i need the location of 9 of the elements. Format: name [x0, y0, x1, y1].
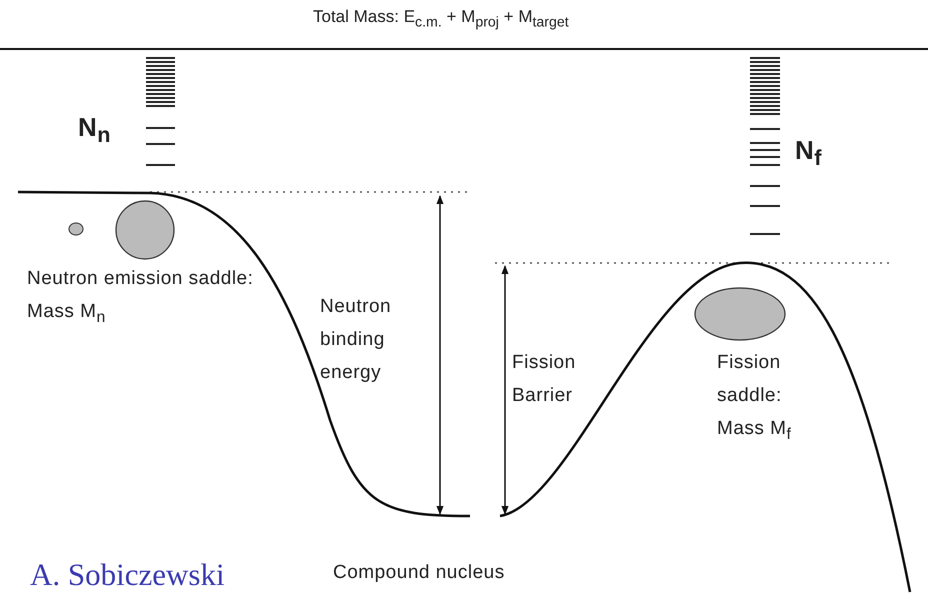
level-density-label: N$_{f}$	[795, 134, 823, 172]
level-density-label: N$_{n}$	[78, 111, 112, 150]
author-credit: A. Sobiczewski	[30, 556, 226, 594]
curve-label: Compound nucleus	[333, 561, 506, 585]
saddle-label: Neutron emission saddle: Mass M$_{n}$	[27, 267, 254, 328]
dimension-label: Fission Barrier	[512, 351, 577, 408]
saddle-label: Fission saddle: Mass M$_{f}$	[717, 351, 792, 445]
total-mass-formula: Total Mass: E$_{c.m.}$ + M$_{proj}$ + M$_{target}$	[313, 6, 570, 32]
dimension-label: Neutron binding energy	[320, 295, 392, 385]
